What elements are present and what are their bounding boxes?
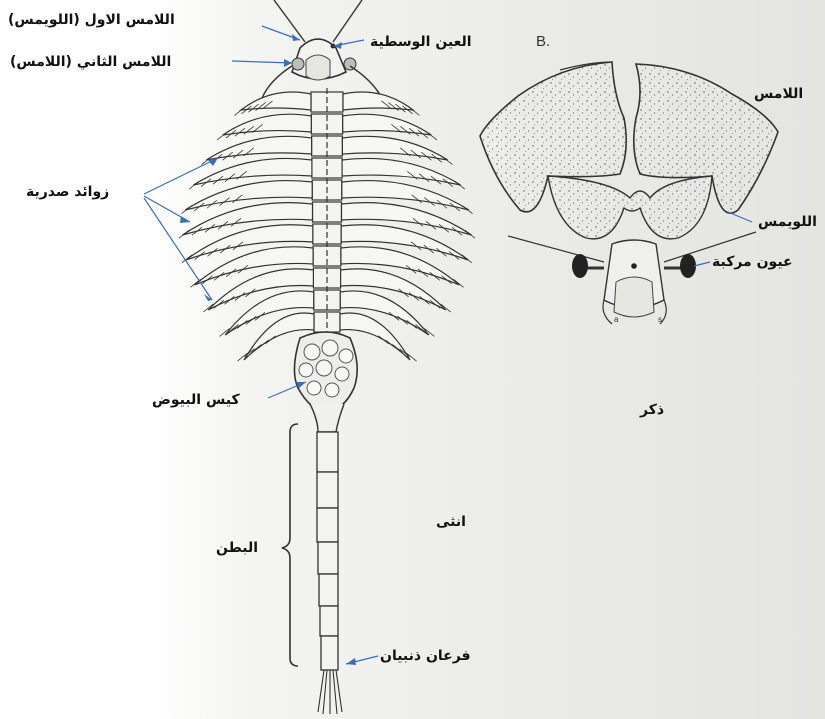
thoracic-appendage-left (206, 136, 311, 160)
thorax (179, 88, 475, 361)
appendage-seta (181, 206, 191, 214)
label-abdomen: البطن (216, 540, 258, 556)
label-median-eye: العين الوسطية (370, 34, 472, 50)
appendage-seta (179, 230, 189, 238)
abdomen-bracket (282, 424, 298, 666)
thoracic-appendage-left (223, 114, 312, 135)
thoracic-appendage-left (241, 92, 311, 110)
label-first-antenna: اللامس الاول (اللويمس) (8, 12, 175, 28)
male-compound-eye-left (572, 254, 588, 278)
appendage-seta (442, 157, 452, 165)
female-figure (179, 0, 475, 714)
appendage-seta (463, 206, 473, 214)
pointer-antennule (728, 212, 752, 222)
svg-text:a: a (614, 315, 619, 324)
label-caudal-furca: فرعان ذنبيان (380, 648, 471, 664)
appendage-seta (235, 107, 245, 115)
label-thoracic-appendages: زوائد صدرية (26, 184, 109, 200)
male-caption: ذكر (640, 402, 664, 418)
male-compound-eye-right (680, 254, 696, 278)
caudal-furca (318, 670, 342, 714)
abdomen-segments (317, 432, 338, 670)
male-antenna-base (548, 176, 712, 239)
female-caption: انثى (436, 514, 466, 530)
panel-letter-b: B. (536, 34, 550, 50)
label-second-antenna: اللامس الثاني (اللامس) (10, 54, 171, 70)
label-antennule: اللويمس (758, 214, 817, 230)
thoracic-appendage-right (343, 114, 432, 135)
appendage-seta (427, 132, 437, 140)
thoracic-appendage-right (343, 92, 413, 110)
antennule-left (508, 236, 604, 262)
label-male-antenna: اللامس (754, 86, 803, 102)
male-figure: a s (480, 62, 778, 324)
compound-eye-left (292, 58, 304, 70)
thoracic-appendage-right (342, 136, 447, 160)
appendage-seta (465, 230, 475, 238)
appendage-seta (217, 132, 227, 140)
pointer-thoracic-1 (144, 158, 218, 194)
appendage-seta (189, 181, 199, 189)
label-compound-eyes: عيون مركبة (712, 254, 793, 270)
pointer-compound-eyes (694, 262, 710, 266)
appendage-seta (410, 107, 420, 115)
appendage-seta (455, 181, 465, 189)
first-antenna-right (333, 0, 362, 42)
pointer-second-antenna (232, 61, 292, 63)
label-egg-sac: كيس البيوض (152, 392, 240, 408)
svg-text:s: s (658, 315, 662, 324)
